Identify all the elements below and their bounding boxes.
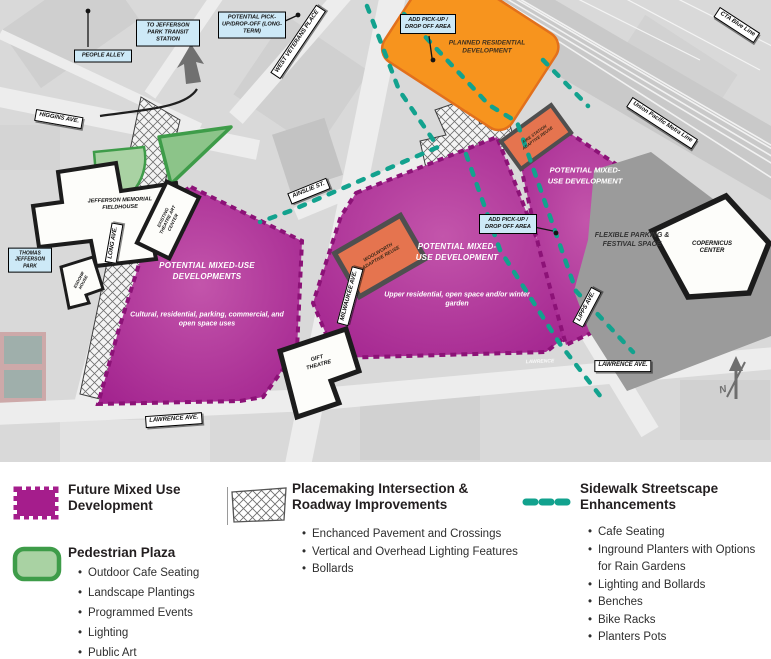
callout-add-pickup-top: ADD PICK-UP / DROP OFF AREA [400, 14, 456, 34]
area-label-planned-residential: PLANNED RESIDENTIAL DEVELOPMENT [448, 39, 526, 55]
esdohr-house-building [59, 255, 105, 310]
art-center-building [134, 178, 202, 262]
legend-bullets-streetscape: Cafe Seating Inground Planters with Opti… [586, 524, 764, 647]
swatch-placemaking [231, 487, 287, 523]
legend: Future Mixed Use Development Pedestrian … [0, 462, 771, 659]
mixed-use-area-center [310, 134, 576, 361]
map-canvas [0, 0, 771, 462]
legend-title-pedestrian-plaza: Pedestrian Plaza [68, 545, 176, 560]
planned-residential-area [380, 0, 560, 132]
road-paint-lawrence: LAWRENCE [525, 358, 555, 366]
legend-bullet: Planters Pots [586, 629, 764, 647]
north-arrow-icon [726, 356, 746, 399]
callout-pointers [87, 13, 554, 232]
pedestrian-plaza-triangle [157, 125, 233, 186]
legend-bullet: Programmed Events [76, 603, 226, 623]
area-label-west-subtitle: Cultural, residential, parking, commerci… [130, 311, 284, 328]
building-label-copernicus: COPERNICUS CENTER [691, 240, 732, 254]
legend-title-streetscape: Sidewalk Streetscape Enhancements [580, 481, 719, 512]
callout-dots [85, 8, 559, 236]
gift-theatre-building [276, 325, 363, 421]
legend-bullet: Bike Racks [586, 612, 764, 630]
callout-thomas-jefferson-park: THOMAS JEFFERSON PARK [8, 247, 52, 273]
area-label-center-title: POTENTIAL MIXED-USE DEVELOPMENT [415, 242, 499, 262]
area-label-west-title: POTENTIAL MIXED-USE DEVELOPMENTS [159, 261, 255, 281]
legend-bullet: Lighting [76, 623, 226, 643]
road-edge-line [99, 88, 198, 118]
legend-title-mixed-use: Future Mixed Use Development [68, 482, 181, 513]
legend-bullets-pedestrian-plaza: Outdoor Cafe Seating Landscape Plantings… [76, 563, 226, 659]
callout-longterm-pickup: POTENTIAL PICK-UP/DROP-OFF (LONG-TERM) [218, 11, 286, 39]
legend-bullet: Inground Planters with Options for Rain … [586, 542, 764, 577]
legend-bullet: Public Art [76, 643, 226, 659]
callout-transit-station: TO JEFFERSON PARK TRANSIT STATION [136, 19, 200, 47]
legend-title-placemaking: Placemaking Intersection & Roadway Impro… [292, 481, 469, 512]
swatch-pedestrian-plaza [12, 546, 62, 582]
callout-people-alley: PEOPLE ALLEY [74, 49, 132, 63]
area-label-flexible-parking: FLEXIBLE PARKING & FESTIVAL SPACE [594, 231, 670, 248]
callout-add-pickup-right: ADD PICK-UP / DROP OFF AREA [479, 214, 537, 234]
legend-divider [227, 487, 228, 525]
legend-bullet: Landscape Plantings [76, 583, 226, 603]
fire-station-building [498, 102, 574, 172]
legend-bullet: Outdoor Cafe Seating [76, 563, 226, 583]
legend-bullet: Lighting and Bollards [586, 577, 764, 595]
street-label-lawrence-east: LAWRENCE AVE. [594, 360, 652, 372]
legend-bullet: Cafe Seating [586, 524, 764, 542]
area-label-east-title: POTENTIAL MIXED-USE DEVELOPMENT [547, 165, 623, 186]
site-plan-map: PEOPLE ALLEY TO JEFFERSON PARK TRANSIT S… [0, 0, 771, 462]
transit-direction-arrow [177, 44, 204, 84]
legend-bullets-placemaking: Enchanced Pavement and Crossings Vertica… [300, 526, 565, 579]
swatch-mixed-use [13, 486, 59, 520]
area-label-center-subtitle: Upper residential, open space and/or win… [384, 291, 530, 308]
legend-bullet: Bollards [300, 561, 565, 579]
streetscape-dashed-lines [257, 3, 636, 400]
legend-bullet: Enchanced Pavement and Crossings [300, 526, 565, 544]
legend-bullet: Vertical and Overhead Lighting Features [300, 544, 565, 562]
legend-bullet: Benches [586, 594, 764, 612]
copernicus-center-building [648, 192, 771, 300]
swatch-streetscape-dash [522, 498, 572, 506]
